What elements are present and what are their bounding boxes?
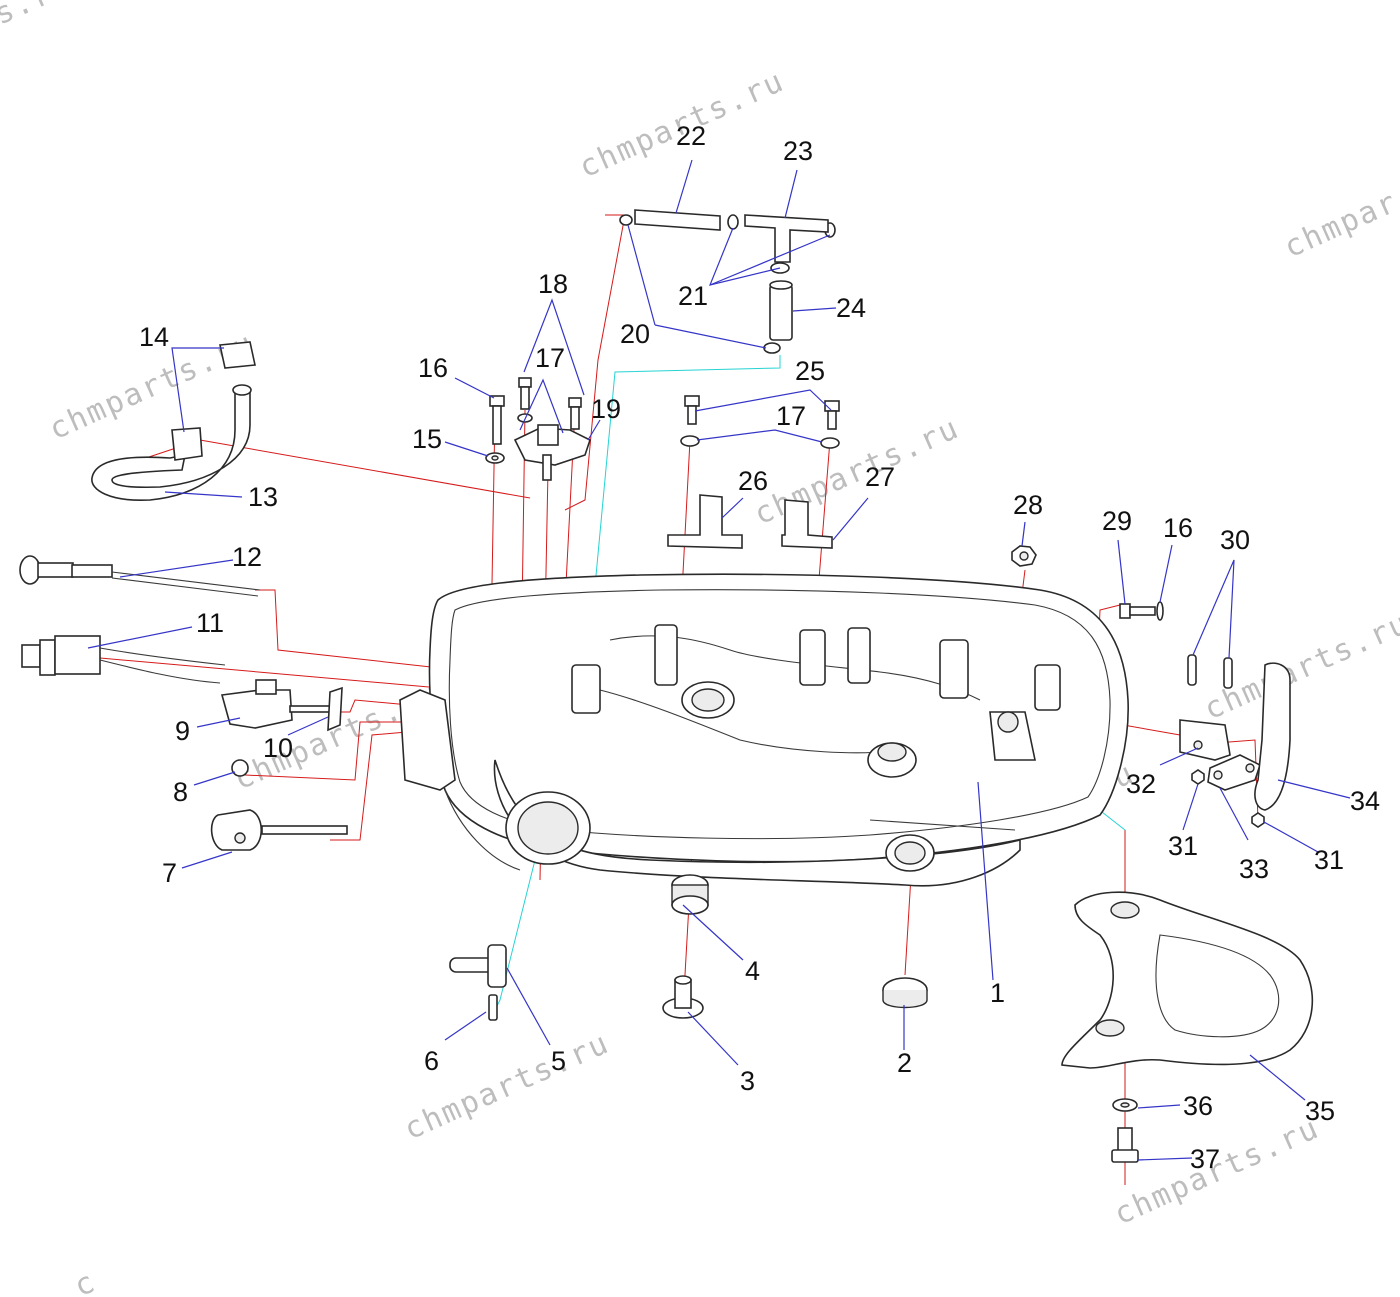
callout-3: 3: [740, 1066, 755, 1096]
t-joint: [744, 214, 829, 263]
callout-1: 1: [990, 978, 1005, 1008]
bolt: [489, 395, 505, 445]
callout-23: 23: [783, 136, 813, 166]
bolt: [1111, 1127, 1139, 1163]
latch-lever: [1254, 662, 1291, 811]
callout-29: 29: [1102, 506, 1132, 536]
callout-18: 18: [538, 269, 568, 299]
fuel-connector: [210, 809, 348, 851]
washer: [1112, 1098, 1138, 1112]
lever-pin: [449, 944, 507, 988]
callout-26: 26: [738, 466, 768, 496]
watermark: c: [69, 1264, 102, 1297]
leader-lines: [87, 159, 1351, 1161]
callout-4: 4: [745, 956, 760, 986]
watermark: chmparts.ru: [399, 1026, 615, 1148]
callout-21: 21: [678, 281, 708, 311]
small-bolt: [488, 994, 498, 1021]
bracket: [667, 494, 743, 549]
callout-10: 10: [263, 733, 293, 763]
hose-clamp: [171, 341, 256, 461]
callout-16: 16: [418, 353, 448, 383]
choke-knob-cable: [19, 555, 261, 597]
watermark: s.r: [0, 0, 58, 32]
sensor-plug: [21, 635, 226, 684]
bottom-cowling: [399, 573, 1129, 887]
hinge-bracket: [1179, 719, 1231, 761]
callout-14: 14: [139, 322, 169, 352]
washer: [1156, 601, 1164, 621]
callout-11: 11: [196, 608, 224, 638]
washer: [485, 452, 505, 464]
gasket: [327, 686, 343, 732]
callout-20: 20: [620, 319, 650, 349]
callout-12: 12: [232, 542, 262, 572]
short-hose: [634, 209, 721, 231]
stop-switch: [220, 679, 331, 729]
small-cap: [231, 759, 249, 777]
callout-30: 30: [1220, 525, 1250, 555]
callout-22: 22: [676, 121, 706, 151]
callout-32: 32: [1126, 769, 1156, 799]
callout-17: 17: [535, 343, 565, 373]
callout-2: 2: [897, 1048, 912, 1078]
callout-16: 16: [1163, 513, 1193, 543]
callout-27: 27: [865, 462, 895, 492]
callout-31: 31: [1168, 831, 1198, 861]
callout-36: 36: [1183, 1091, 1213, 1121]
callout-35: 35: [1305, 1096, 1335, 1126]
callout-37: 37: [1190, 1144, 1220, 1174]
callout-17: 17: [776, 401, 806, 431]
callout-19: 19: [591, 394, 621, 424]
bracket: [781, 499, 833, 549]
callout-34: 34: [1350, 786, 1380, 816]
carry-handle: [1061, 891, 1314, 1069]
pin: [1187, 654, 1233, 689]
fuel-joint: [513, 424, 591, 481]
grommet: [671, 874, 709, 915]
hex-nut: [1011, 545, 1037, 567]
callout-33: 33: [1239, 854, 1269, 884]
callout-8: 8: [173, 777, 188, 807]
callout-15: 15: [412, 424, 442, 454]
bolt: [518, 377, 582, 430]
rubber-plug: [882, 977, 928, 1009]
callout-5: 5: [551, 1046, 566, 1076]
callout-9: 9: [175, 716, 190, 746]
bolt: [1119, 603, 1156, 619]
nut: [1191, 769, 1265, 828]
callout-6: 6: [424, 1046, 439, 1076]
callout-labels: 1 2 3 4 5 6 7 8 9 10 11 12 13 14 15 16 1…: [139, 121, 1380, 1174]
callout-31: 31: [1314, 845, 1344, 875]
bolt: [684, 395, 840, 430]
vertical-hose: [769, 280, 793, 341]
callout-25: 25: [795, 356, 825, 386]
callout-24: 24: [836, 293, 866, 323]
watermark: chmpar: [1279, 184, 1400, 265]
callout-13: 13: [248, 482, 278, 512]
latch-link: [1207, 754, 1261, 791]
collar-bushing: [662, 975, 704, 1019]
callout-7: 7: [162, 858, 177, 888]
callout-28: 28: [1013, 490, 1043, 520]
